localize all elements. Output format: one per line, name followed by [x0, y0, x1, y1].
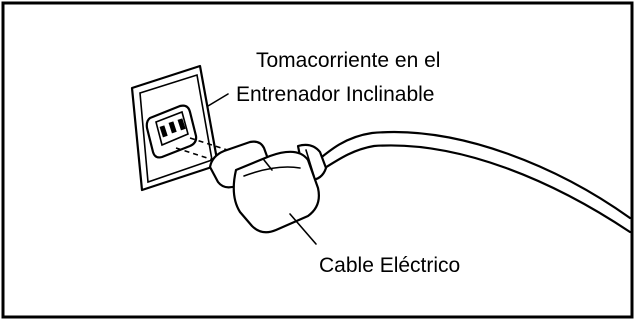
outlet-label-line2: Entrenador Inclinable: [236, 83, 434, 106]
outlet-label-line1: Tomacorriente en el: [256, 49, 440, 72]
outlet-socket: [145, 104, 198, 159]
cord-label: Cable Eléctrico: [319, 254, 460, 277]
cord-leader-line: [289, 213, 317, 245]
power-plug: [208, 140, 320, 234]
outlet-panel: [130, 64, 220, 192]
outlet-leader-line: [207, 93, 229, 107]
